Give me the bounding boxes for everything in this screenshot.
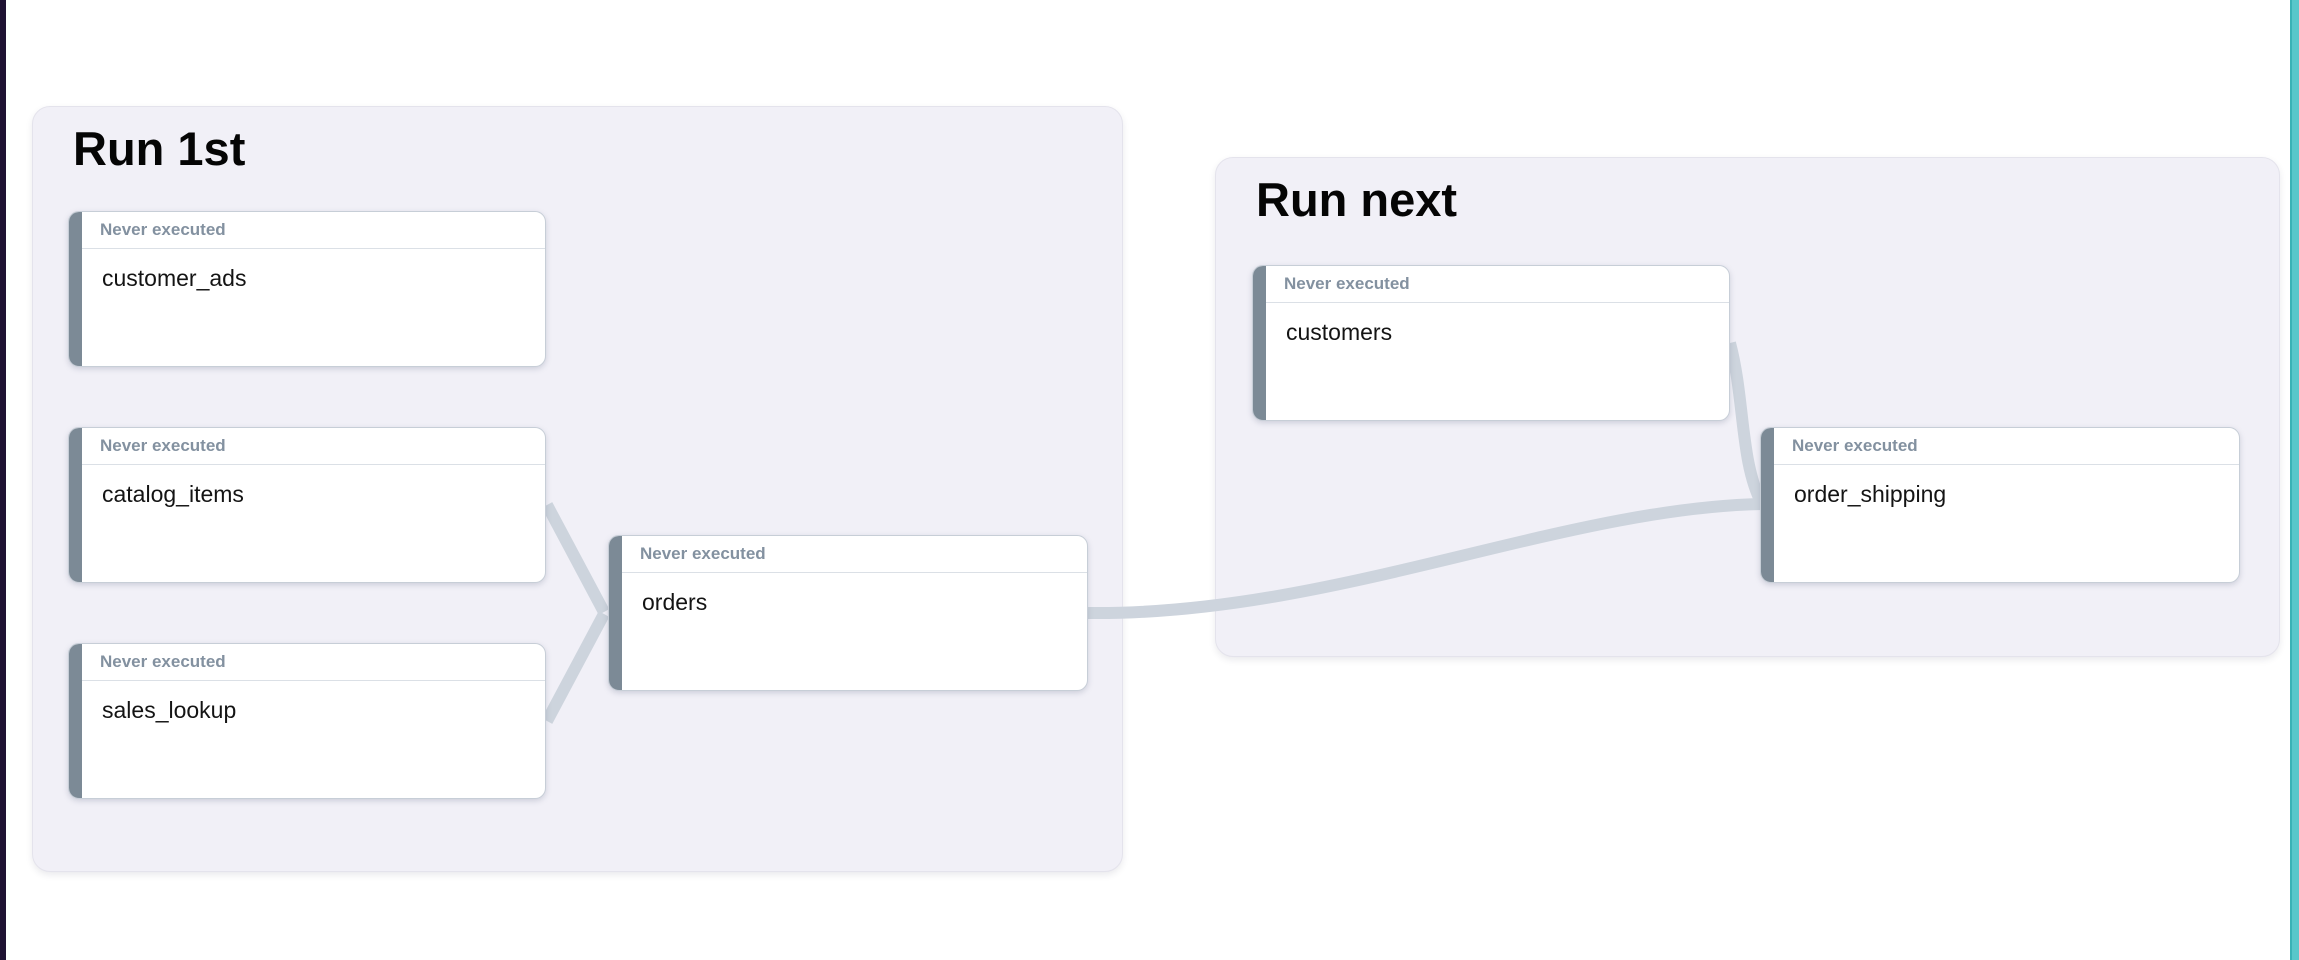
group-title-run-next: Run next <box>1256 173 1458 226</box>
node-name-label: customers <box>1286 319 1393 345</box>
node-order-shipping[interactable]: Never executed order_shipping <box>1760 427 2240 583</box>
node-status-text: Never executed <box>82 428 545 465</box>
node-body: Never executed customer_ads <box>82 212 545 366</box>
node-name-label: catalog_items <box>102 481 244 507</box>
node-status-accent-bar <box>69 212 82 366</box>
node-name-label: order_shipping <box>1794 481 1947 507</box>
node-sales-lookup[interactable]: Never executed sales_lookup <box>68 643 546 799</box>
node-status-accent-bar <box>69 644 82 798</box>
node-status-accent-bar <box>609 536 622 690</box>
node-body: Never executed customers <box>1266 266 1729 420</box>
node-name-label: customer_ads <box>102 265 247 291</box>
node-status-text: Never executed <box>82 644 545 681</box>
node-status-accent-bar <box>69 428 82 582</box>
node-catalog-items[interactable]: Never executed catalog_items <box>68 427 546 583</box>
node-orders[interactable]: Never executed orders <box>608 535 1088 691</box>
node-status-text: Never executed <box>82 212 545 249</box>
node-status-text: Never executed <box>622 536 1087 573</box>
node-status-accent-bar <box>1761 428 1774 582</box>
node-name-label: orders <box>642 589 708 615</box>
node-status-text: Never executed <box>1266 266 1729 303</box>
node-customers[interactable]: Never executed customers <box>1252 265 1730 421</box>
node-body: Never executed order_shipping <box>1774 428 2239 582</box>
group-title-run-1st: Run 1st <box>73 122 246 175</box>
node-customer-ads[interactable]: Never executed customer_ads <box>68 211 546 367</box>
right-edge-strip <box>2290 0 2299 960</box>
node-body: Never executed sales_lookup <box>82 644 545 798</box>
node-body: Never executed catalog_items <box>82 428 545 582</box>
node-body: Never executed orders <box>622 536 1087 690</box>
node-name-label: sales_lookup <box>102 697 237 723</box>
node-status-accent-bar <box>1253 266 1266 420</box>
node-status-text: Never executed <box>1774 428 2239 465</box>
left-edge-strip <box>0 0 6 960</box>
